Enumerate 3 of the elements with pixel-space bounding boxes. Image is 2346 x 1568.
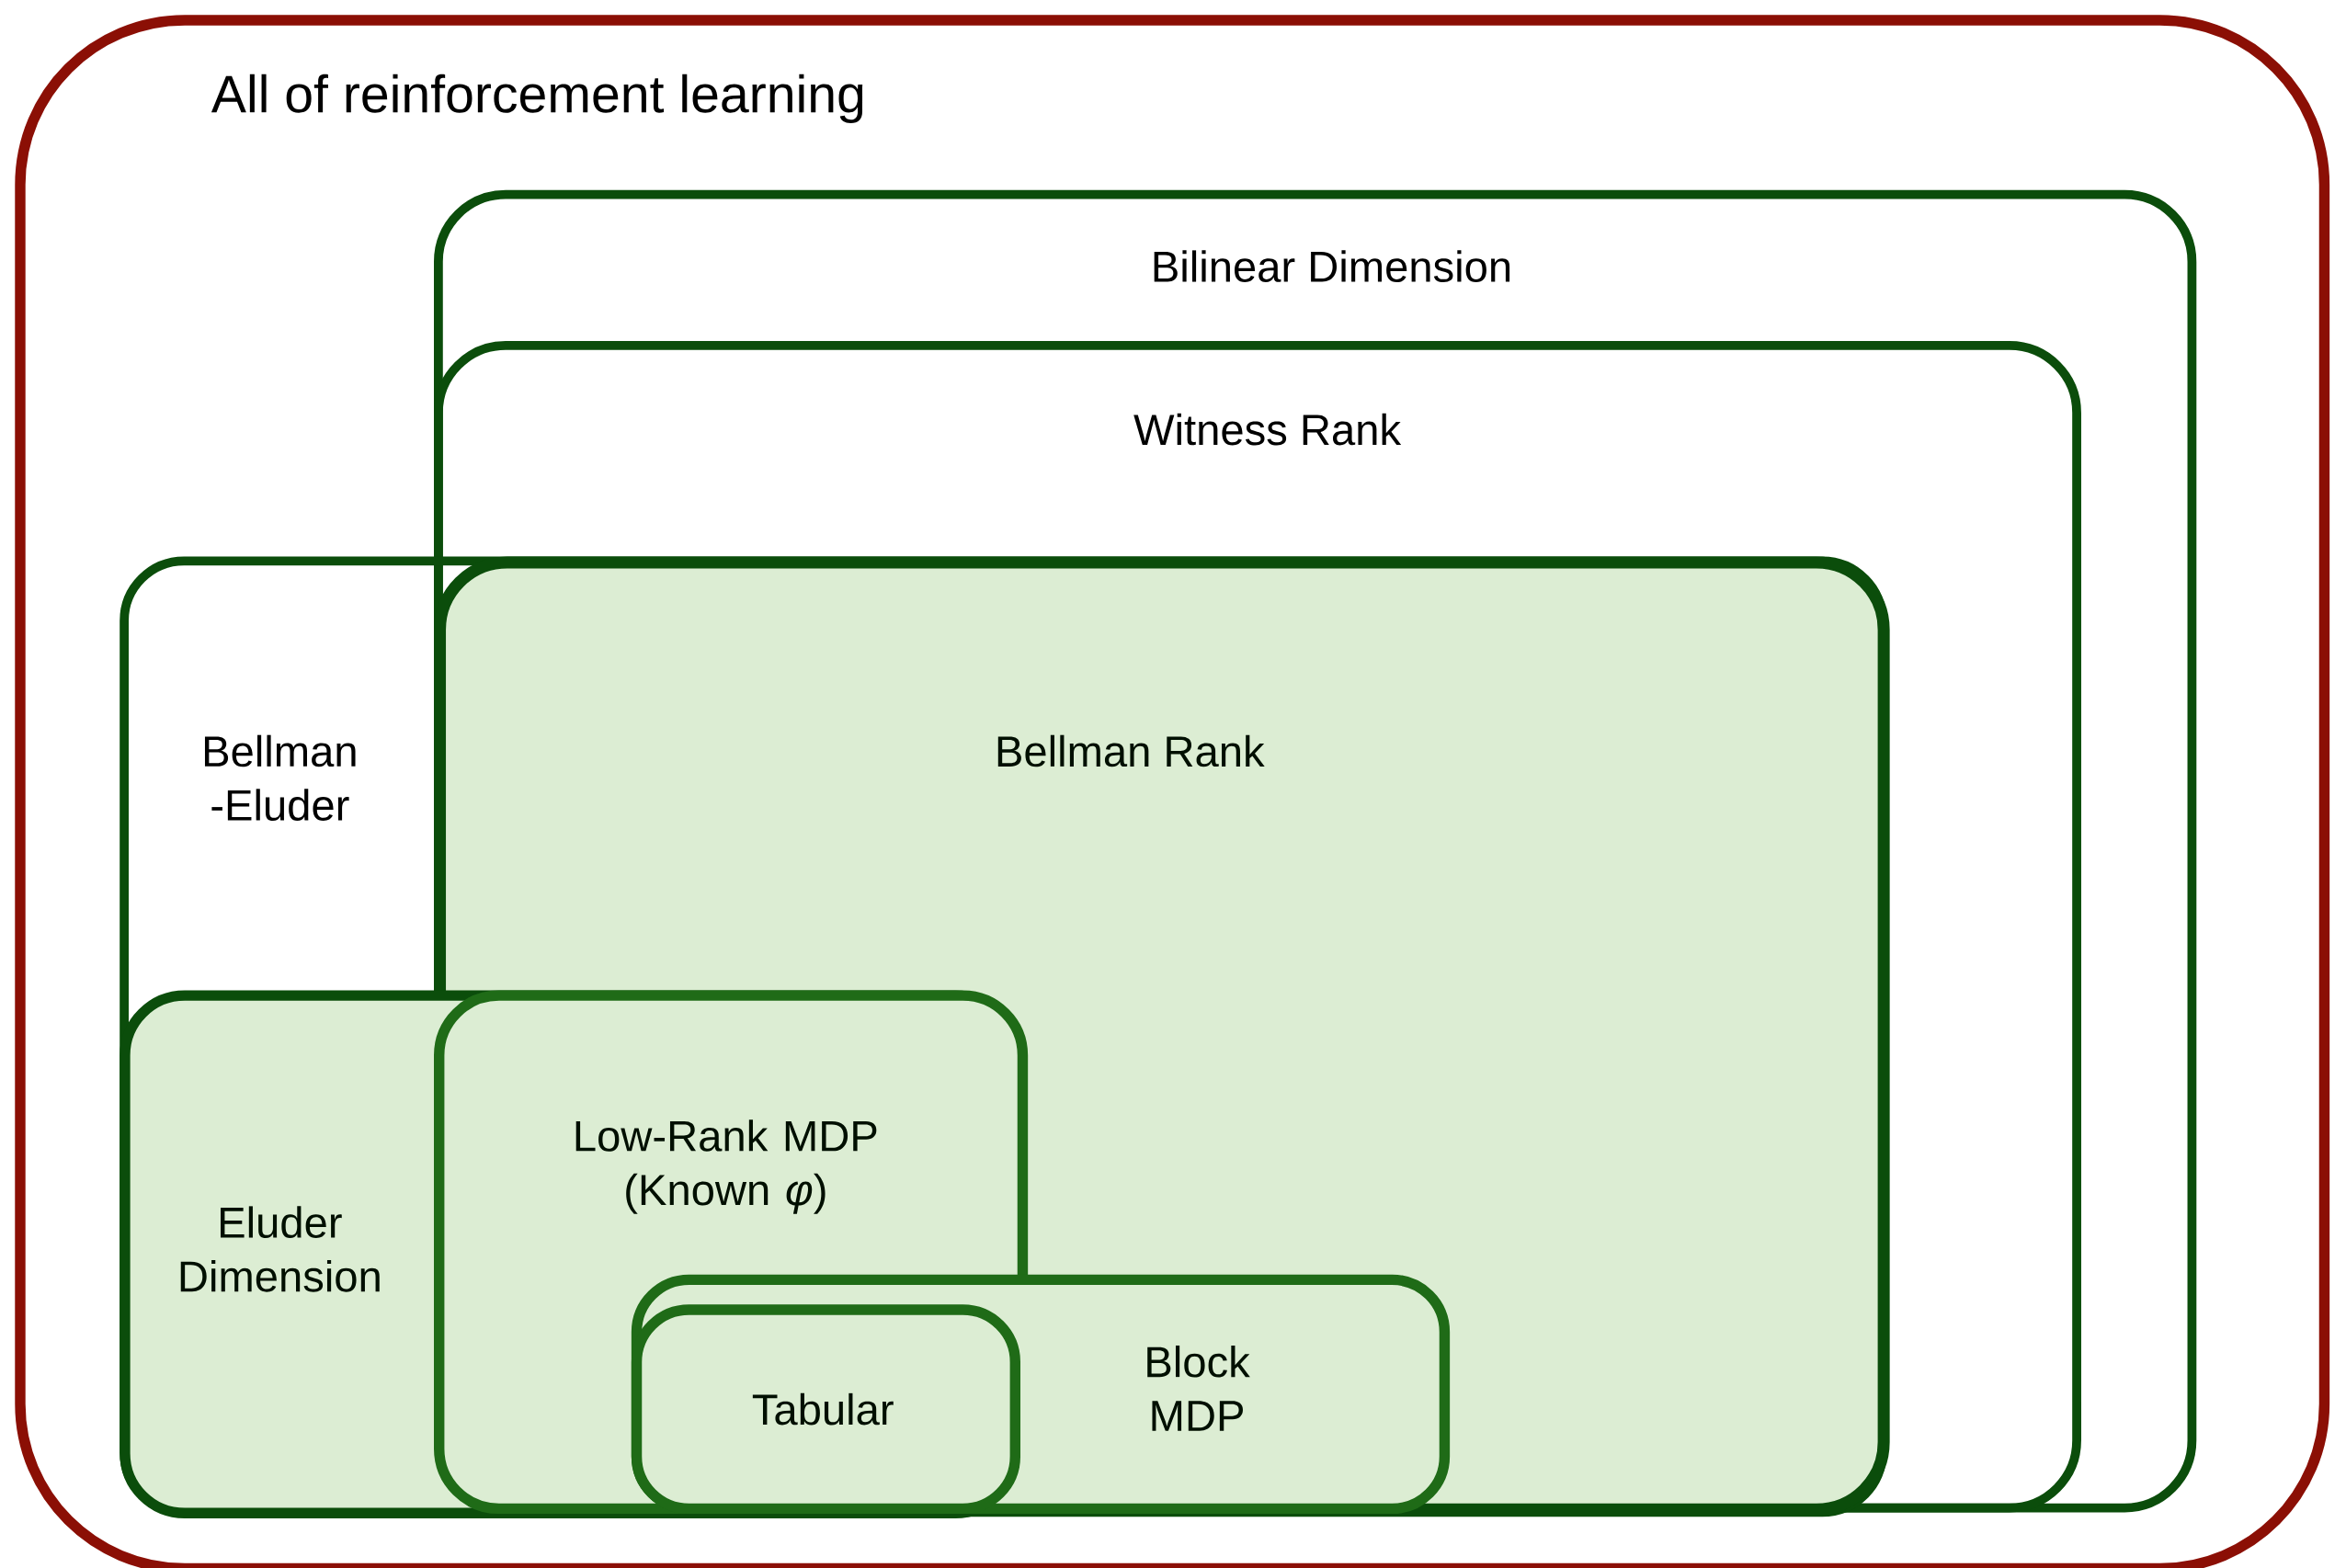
node-label: Low-Rank MDP (Known φ) [575,1119,877,1214]
region-box: Tabular [631,1304,1021,1515]
node-label: Eluder Dimension [180,1206,380,1292]
